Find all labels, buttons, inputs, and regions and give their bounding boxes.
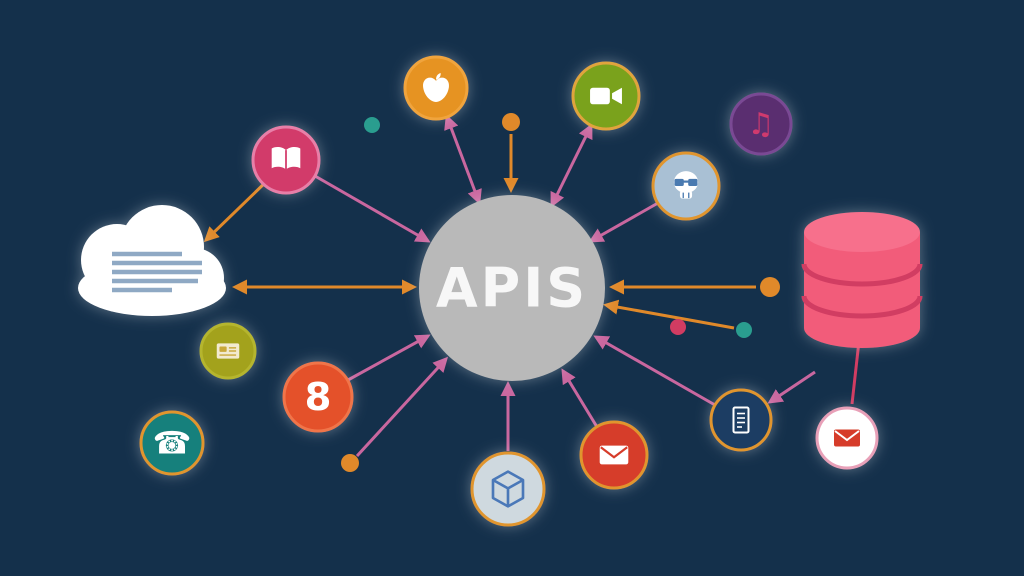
connector-arrow [550, 123, 593, 208]
connector-dot [760, 277, 780, 297]
apple-node [403, 55, 469, 121]
envelope-red-node [579, 420, 649, 490]
database-band [801, 295, 923, 319]
book-icon [271, 146, 301, 170]
connector-arrow [444, 114, 482, 205]
music-node-circle [729, 92, 793, 156]
connector-arrow [603, 299, 735, 330]
cube-icon [491, 470, 525, 508]
music-note-icon: ♫ [748, 107, 775, 142]
id-card-icon [216, 343, 240, 359]
envelope-icon [599, 445, 629, 465]
svg-text:8: 8 [305, 375, 332, 420]
connector-dot [364, 117, 380, 133]
connector-dot [736, 322, 752, 338]
document-dark-node [709, 388, 773, 452]
envelope-white-node [815, 406, 879, 470]
cloud-document-node [78, 205, 226, 316]
database-bottom [804, 308, 920, 348]
skull-icon [673, 171, 699, 199]
envelope-icon [834, 429, 860, 447]
phone-node: ☎ [139, 410, 205, 476]
connector-arrow [203, 176, 272, 243]
connector-dot [670, 319, 686, 335]
center-apis-node: APIS [419, 195, 605, 381]
connector-arrow [593, 335, 716, 407]
digit-8-node-circle [282, 361, 354, 433]
apple-icon [422, 73, 450, 102]
database-top [804, 212, 920, 252]
music-node: ♫ [729, 92, 793, 156]
connector-arrow [347, 334, 431, 382]
connector-arrow [561, 368, 599, 428]
connector-arrow [355, 356, 449, 458]
digit-icon: 8 [305, 375, 332, 420]
digit-8-node: 8 [282, 361, 354, 433]
video-camera-icon [590, 87, 622, 105]
phone-node-circle [139, 410, 205, 476]
video-node [571, 61, 641, 131]
connector-arrow [314, 174, 431, 243]
database-node [801, 212, 923, 348]
cube-node [470, 451, 546, 527]
document-icon [732, 406, 750, 434]
connector-arrow [767, 370, 816, 404]
svg-text:☎: ☎ [153, 426, 192, 462]
center-label: APIS [436, 257, 588, 320]
center-circle [419, 195, 605, 381]
book-node [251, 125, 321, 195]
svg-text:♫: ♫ [748, 107, 775, 142]
database-band [801, 263, 923, 287]
id-card-node [199, 322, 257, 380]
skull-node [651, 151, 721, 221]
connector-arrow [588, 201, 659, 243]
phone-icon: ☎ [153, 426, 192, 462]
document-dark-node-circle [709, 388, 773, 452]
connector-dot [341, 454, 359, 472]
connector-dot [502, 113, 520, 131]
